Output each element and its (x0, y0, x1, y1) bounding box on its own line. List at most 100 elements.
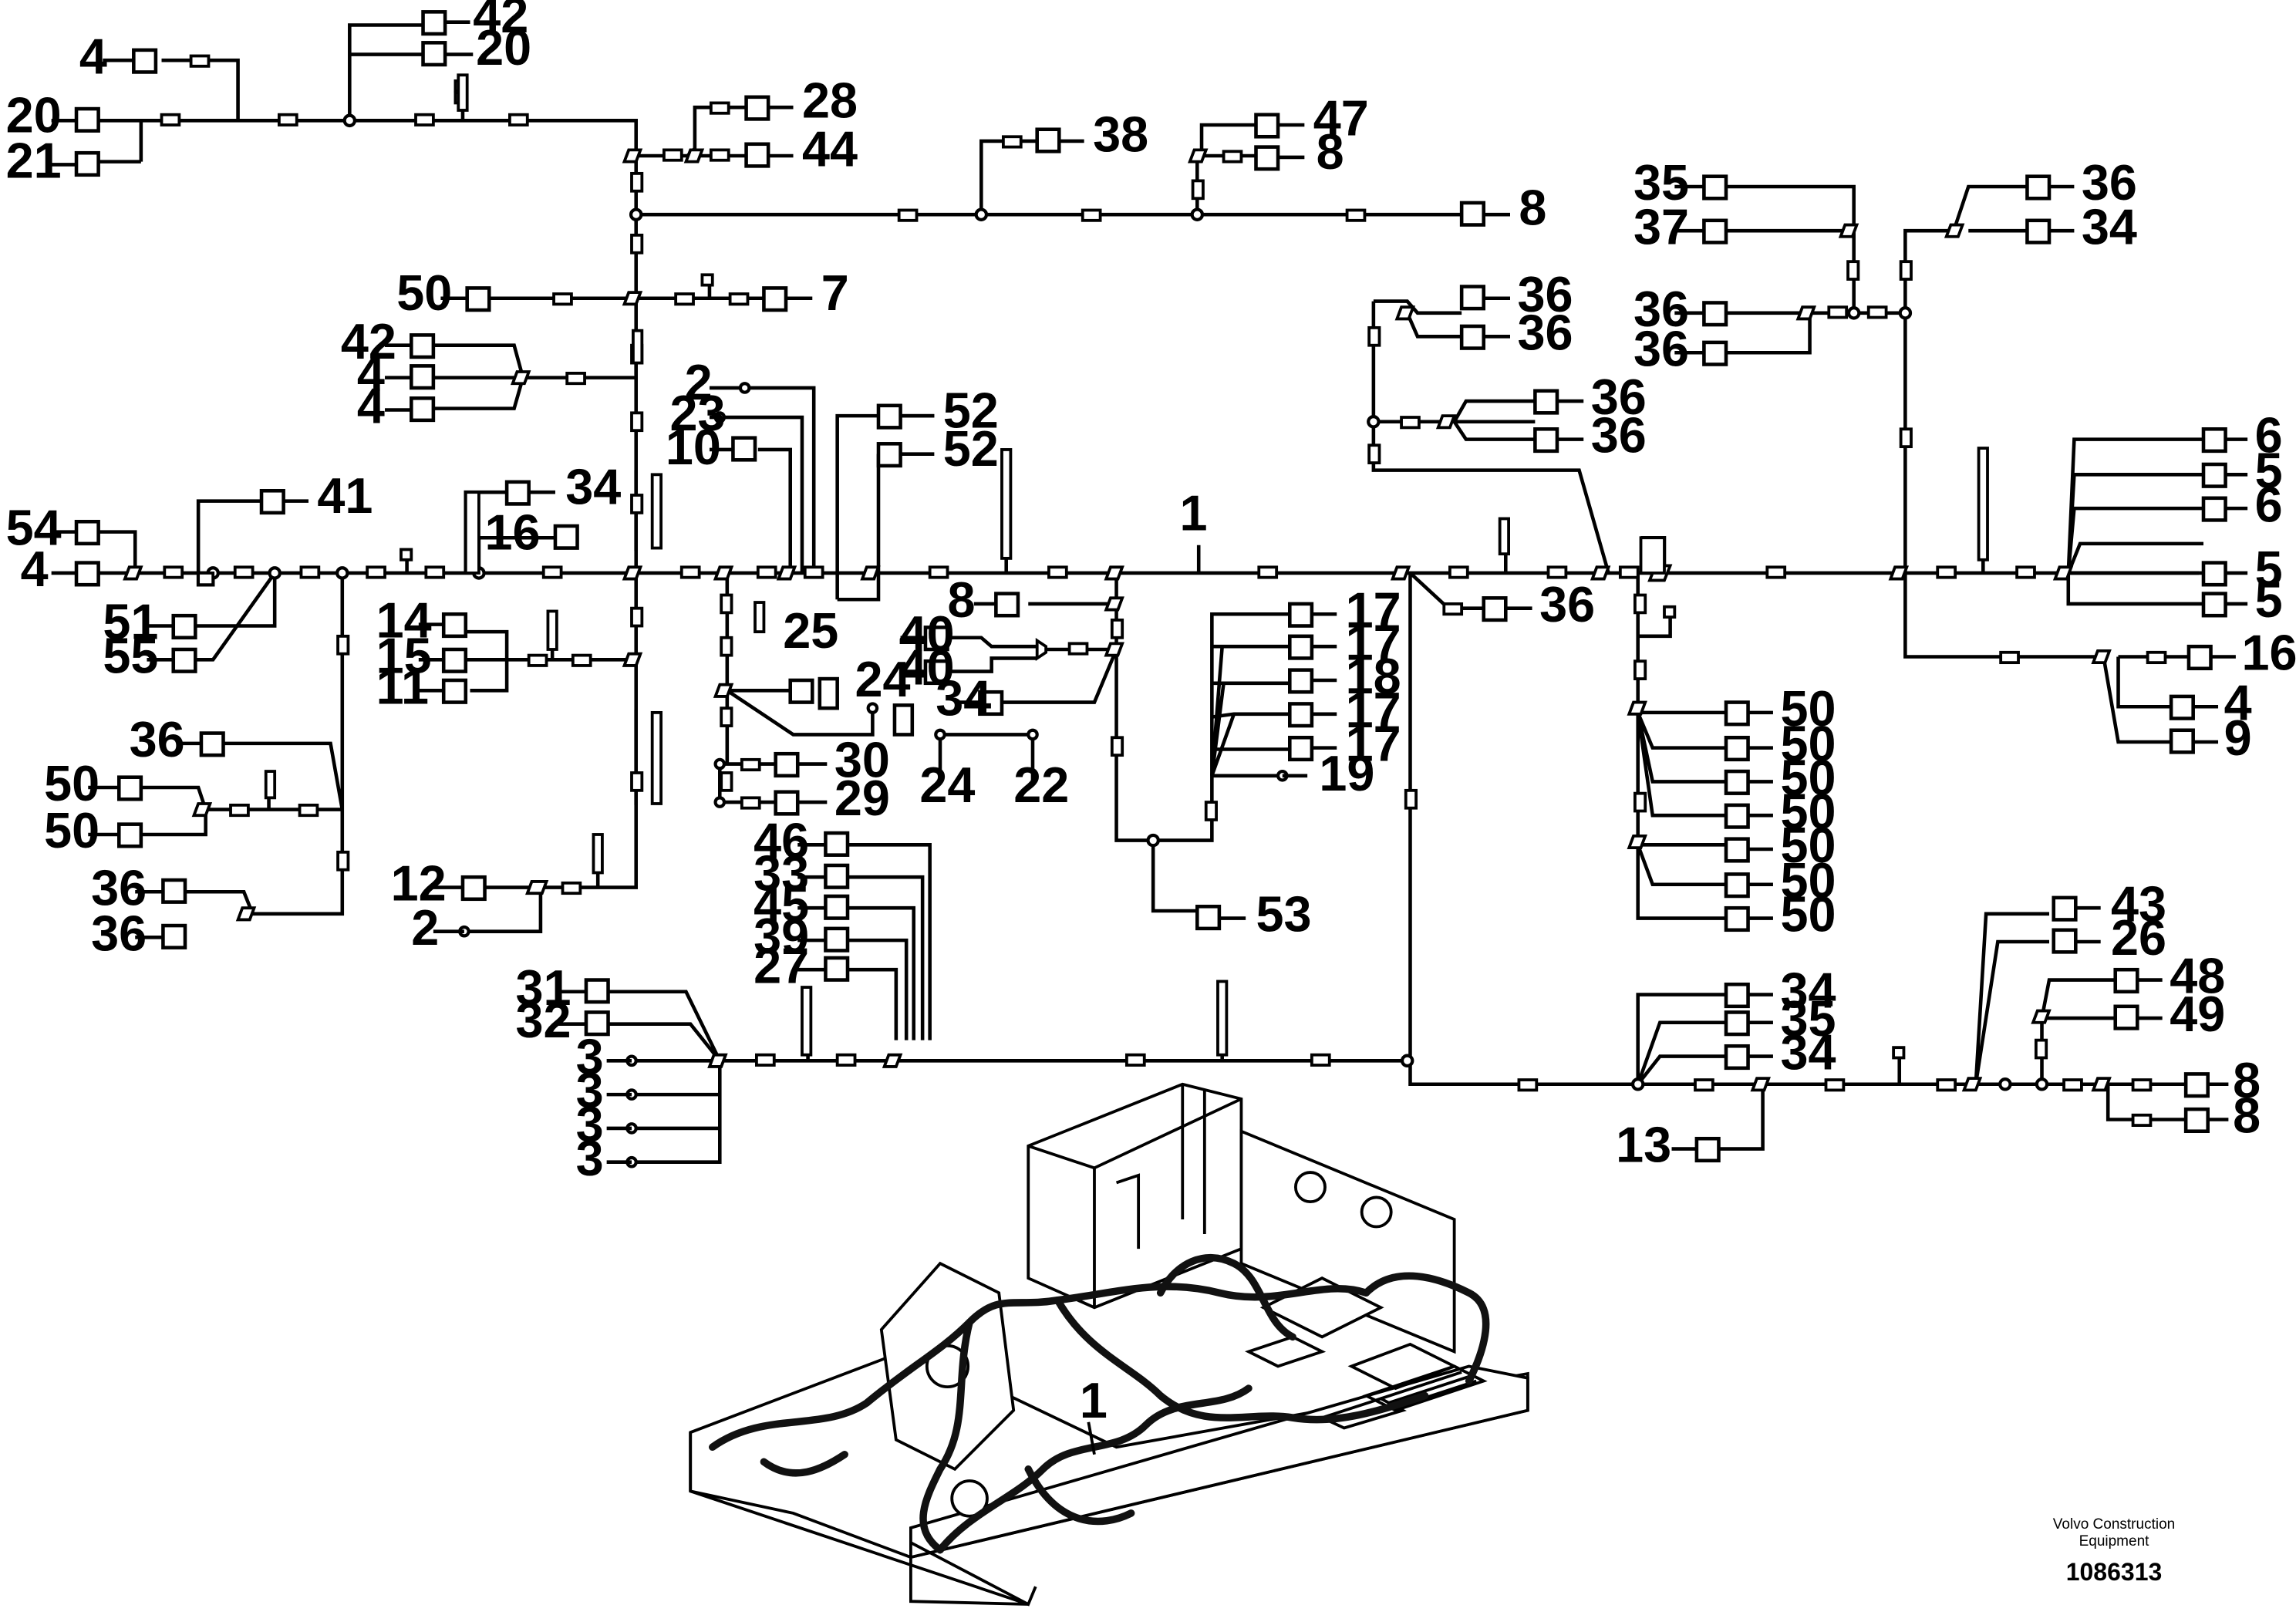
callout-36: 36 (91, 905, 147, 961)
callout-16: 16 (2242, 625, 2296, 681)
callout-35: 35 (1780, 990, 1836, 1047)
callout-50: 50 (1780, 716, 1836, 772)
callout-36: 36 (130, 711, 185, 767)
callout-8: 8 (1519, 180, 1546, 236)
callout-50: 50 (1780, 750, 1836, 806)
callout-36: 36 (1633, 320, 1689, 376)
company-name-line2: Equipment (2079, 1533, 2149, 1549)
figure-main-harness-number: 1 (1179, 485, 1207, 541)
callout-21: 21 (6, 133, 62, 189)
callout-11: 11 (376, 658, 429, 714)
callout-45: 45 (754, 875, 809, 932)
callout-50: 50 (1780, 680, 1836, 737)
callout-50: 50 (1780, 783, 1836, 839)
callout-36: 36 (1518, 304, 1573, 360)
callout-43: 43 (2111, 875, 2166, 932)
callout-46: 46 (754, 812, 809, 868)
callout-52: 52 (943, 420, 999, 477)
callout-13: 13 (1616, 1117, 1671, 1173)
callout-50: 50 (1780, 817, 1836, 873)
callout-3: 3 (576, 1062, 604, 1118)
callout-50: 50 (44, 802, 99, 858)
callout-2: 2 (411, 899, 439, 956)
callout-35: 35 (1633, 154, 1689, 211)
callout-36: 36 (1591, 369, 1647, 425)
callout-55: 55 (103, 627, 158, 683)
connector-symbols (74, 10, 2227, 1163)
callout-33: 33 (754, 845, 809, 901)
callout-18: 18 (1346, 648, 1401, 704)
callout-54: 54 (6, 500, 62, 556)
callout-16: 16 (485, 504, 541, 560)
callout-3: 3 (576, 1028, 604, 1084)
callout-34: 34 (1780, 1024, 1836, 1081)
callout-34: 34 (1780, 963, 1836, 1019)
callout-labels: 42 20 4 20 21 28 44 38 47 8 8 50 7 42 4 … (6, 0, 2296, 1186)
callout-48: 48 (2170, 948, 2225, 1004)
callout-20: 20 (6, 87, 62, 143)
callout-50: 50 (396, 265, 452, 321)
callout-8: 8 (948, 572, 976, 628)
callout-50: 50 (1780, 886, 1836, 943)
company-name-line1: Volvo Construction (2052, 1516, 2176, 1533)
callout-49: 49 (2170, 986, 2225, 1042)
callout-31: 31 (516, 959, 571, 1016)
callout-22: 22 (1013, 757, 1069, 813)
callout-30: 30 (834, 732, 890, 788)
callout-20: 20 (476, 19, 531, 76)
callout-17: 17 (1346, 582, 1401, 638)
callout-34: 34 (2082, 198, 2137, 255)
callout-26: 26 (2111, 909, 2166, 966)
callout-50: 50 (44, 755, 99, 811)
callout-52: 52 (943, 382, 999, 438)
callout-10: 10 (666, 419, 721, 475)
callout-17: 17 (1346, 716, 1401, 772)
callout-25: 25 (783, 602, 838, 659)
callout-15: 15 (376, 627, 432, 683)
callout-8: 8 (2233, 1052, 2261, 1108)
callout-3: 3 (576, 1130, 604, 1186)
callout-8: 8 (2233, 1088, 2261, 1144)
callout-5: 5 (2255, 442, 2283, 498)
callout-27: 27 (754, 937, 809, 993)
callout-36: 36 (91, 859, 147, 916)
callout-36: 36 (2082, 154, 2137, 211)
callout-4: 4 (357, 346, 385, 402)
callout-36: 36 (1591, 407, 1647, 464)
callout-6: 6 (2255, 476, 2283, 532)
callout-6: 6 (2255, 407, 2283, 464)
callout-42: 42 (473, 0, 528, 43)
callout-37: 37 (1633, 198, 1689, 255)
callout-leaders (51, 20, 2248, 1165)
callout-28: 28 (802, 72, 858, 128)
callout-34: 34 (936, 670, 991, 727)
callout-40: 40 (899, 639, 955, 696)
callout-39: 39 (754, 908, 809, 964)
callout-53: 53 (1256, 886, 1311, 943)
callout-36: 36 (1633, 281, 1689, 337)
callout-32: 32 (516, 992, 571, 1048)
machine-harness-label: 1 (1080, 1372, 1108, 1428)
callout-4: 4 (79, 28, 107, 84)
callout-29: 29 (834, 770, 890, 826)
callout-9: 9 (2224, 710, 2252, 766)
callout-40: 40 (899, 605, 955, 662)
callout-19: 19 (1319, 745, 1374, 801)
figure-footer: Volvo Construction Equipment 1086313 (1998, 1516, 2230, 1587)
callout-2: 2 (685, 354, 713, 410)
callout-5: 5 (2255, 541, 2283, 597)
callout-34: 34 (565, 458, 621, 514)
callout-24: 24 (855, 651, 911, 707)
callout-7: 7 (821, 265, 849, 321)
callout-3: 3 (576, 1096, 604, 1152)
callout-12: 12 (391, 855, 447, 912)
callout-50: 50 (1780, 852, 1836, 909)
callout-5: 5 (2255, 572, 2283, 628)
callout-41: 41 (317, 467, 373, 524)
callout-36: 36 (1518, 266, 1573, 322)
callout-14: 14 (376, 592, 432, 649)
installed-harness (709, 1253, 1490, 1554)
callout-23: 23 (670, 385, 726, 441)
callout-47: 47 (1313, 89, 1369, 146)
